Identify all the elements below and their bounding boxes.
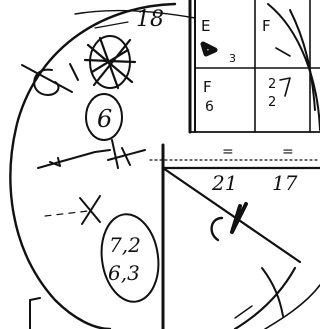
cell-sub-f-mid: 6 xyxy=(205,99,214,115)
circle-around-cluster xyxy=(96,211,164,306)
cluster-line-2: 6,3 xyxy=(108,261,140,285)
cell-dash-mark xyxy=(276,48,290,56)
bottom-right-slash xyxy=(235,306,252,318)
blot-mark xyxy=(203,44,215,54)
cell-letter-f-mid: F xyxy=(203,78,212,96)
cell-letter-e: E xyxy=(201,17,210,35)
arrow-scribble xyxy=(38,140,145,168)
large-circle-outline xyxy=(10,4,175,329)
right-edge-curve xyxy=(290,10,315,110)
circled-count: 6 xyxy=(97,105,112,133)
circle-lower-right-arc xyxy=(265,285,320,329)
x-mark xyxy=(80,196,100,224)
circle-right-arc xyxy=(268,4,320,130)
crossed-out-scribble xyxy=(85,36,135,88)
circle-bottom-arc xyxy=(235,268,295,329)
total-left: 21 xyxy=(211,171,237,195)
left-dashed-line xyxy=(45,211,88,216)
bracket-mark xyxy=(280,78,290,96)
top-number: 18 xyxy=(136,7,164,32)
cell-sub-right-mid: 2 xyxy=(268,95,276,110)
cell-top-right-mid: 2 xyxy=(268,77,276,92)
bottom-left-line xyxy=(30,298,40,329)
top-scribble-line xyxy=(75,11,195,18)
cell-letter-f-top: F xyxy=(262,17,271,35)
equals-right: = xyxy=(282,144,294,160)
cluster-line-1: 7,2 xyxy=(109,233,141,257)
cell-sub-e: 3 xyxy=(229,52,236,65)
c-scribble xyxy=(212,218,222,240)
equals-left: = xyxy=(222,144,234,160)
total-right: 17 xyxy=(272,171,298,195)
